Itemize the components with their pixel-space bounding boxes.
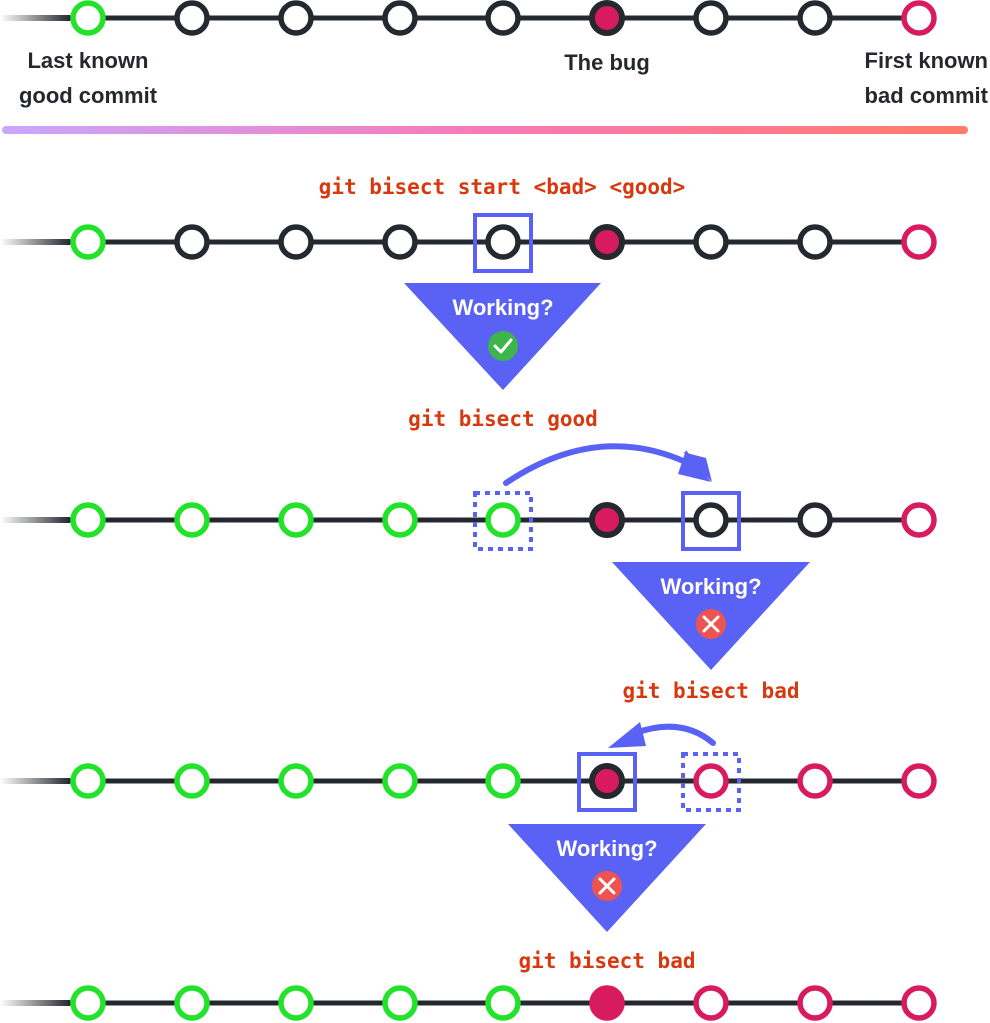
commit-untested — [693, 502, 729, 538]
commit-good — [70, 763, 106, 799]
commit-good — [382, 502, 418, 538]
timeline-step-good — [0, 491, 937, 551]
commit-bug — [589, 763, 625, 799]
commit-untested — [485, 0, 521, 36]
commit-untested — [693, 224, 729, 260]
commit-untested — [797, 502, 833, 538]
label-first-bad-line1: First known — [865, 48, 988, 73]
commit-good — [485, 502, 521, 538]
label-first-bad-line2: bad commit — [865, 83, 989, 108]
label-last-good-line2: good commit — [19, 83, 158, 108]
commit-untested — [382, 0, 418, 36]
commit-bad — [901, 763, 937, 799]
commit-good — [278, 985, 314, 1021]
commit-found — [589, 985, 625, 1021]
commit-untested — [174, 0, 210, 36]
current-commit-marker — [473, 213, 533, 273]
commit-untested — [382, 224, 418, 260]
commit-bad — [901, 985, 937, 1021]
timeline-step-bad-1 — [0, 752, 937, 812]
current-commit-marker — [577, 752, 637, 812]
commit-good — [382, 763, 418, 799]
commit-untested — [174, 224, 210, 260]
test-triangle-2: Working? — [612, 562, 810, 670]
commit-bad — [693, 763, 729, 799]
working-label: Working? — [556, 836, 657, 861]
label-the-bug: The bug — [564, 50, 650, 75]
cross-icon — [696, 609, 726, 639]
commit-good — [70, 985, 106, 1021]
commit-good — [70, 502, 106, 538]
commit-bad — [797, 985, 833, 1021]
command-start: git bisect start <bad> <good> — [319, 175, 686, 199]
commit-bad — [693, 985, 729, 1021]
commit-good — [485, 763, 521, 799]
commit-good — [278, 502, 314, 538]
working-label: Working? — [452, 295, 553, 320]
commit-bad — [901, 502, 937, 538]
commit-bad — [901, 0, 937, 36]
history-fade — [0, 1000, 70, 1006]
timeline-step-bad-2 — [0, 985, 937, 1021]
arrow-back-icon — [608, 722, 716, 748]
commit-untested — [278, 0, 314, 36]
history-fade — [0, 239, 70, 245]
commit-untested — [278, 224, 314, 260]
commit-bug — [589, 224, 625, 260]
label-last-good-line1: Last known — [27, 48, 148, 73]
command-good: git bisect good — [408, 407, 598, 431]
commit-untested — [797, 0, 833, 36]
commit-untested — [797, 224, 833, 260]
commit-bug — [589, 502, 625, 538]
commit-bad — [901, 224, 937, 260]
arrow-forward-icon — [503, 443, 712, 486]
previous-commit-marker — [681, 752, 741, 812]
commit-good — [382, 985, 418, 1021]
history-fade — [0, 778, 70, 784]
commit-good — [70, 0, 106, 36]
command-bad-2: git bisect bad — [518, 949, 695, 973]
commit-good — [174, 763, 210, 799]
previous-commit-marker — [473, 491, 533, 551]
commit-bug — [589, 0, 625, 36]
commit-good — [70, 224, 106, 260]
commit-untested — [693, 0, 729, 36]
test-triangle-1: Working? — [404, 283, 601, 390]
working-label: Working? — [660, 574, 761, 599]
commit-bad — [797, 763, 833, 799]
timeline-overview — [0, 0, 937, 36]
commit-good — [174, 985, 210, 1021]
gradient-divider — [2, 126, 968, 134]
history-fade — [0, 15, 70, 21]
commit-good — [278, 763, 314, 799]
current-commit-marker — [681, 491, 741, 551]
check-icon — [488, 331, 518, 361]
cross-icon — [592, 871, 622, 901]
commit-good — [174, 502, 210, 538]
test-triangle-3: Working? — [508, 824, 706, 932]
command-bad-1: git bisect bad — [622, 679, 799, 703]
history-fade — [0, 517, 70, 523]
timeline-step-start — [0, 213, 937, 273]
commit-good — [485, 985, 521, 1021]
commit-untested — [485, 224, 521, 260]
